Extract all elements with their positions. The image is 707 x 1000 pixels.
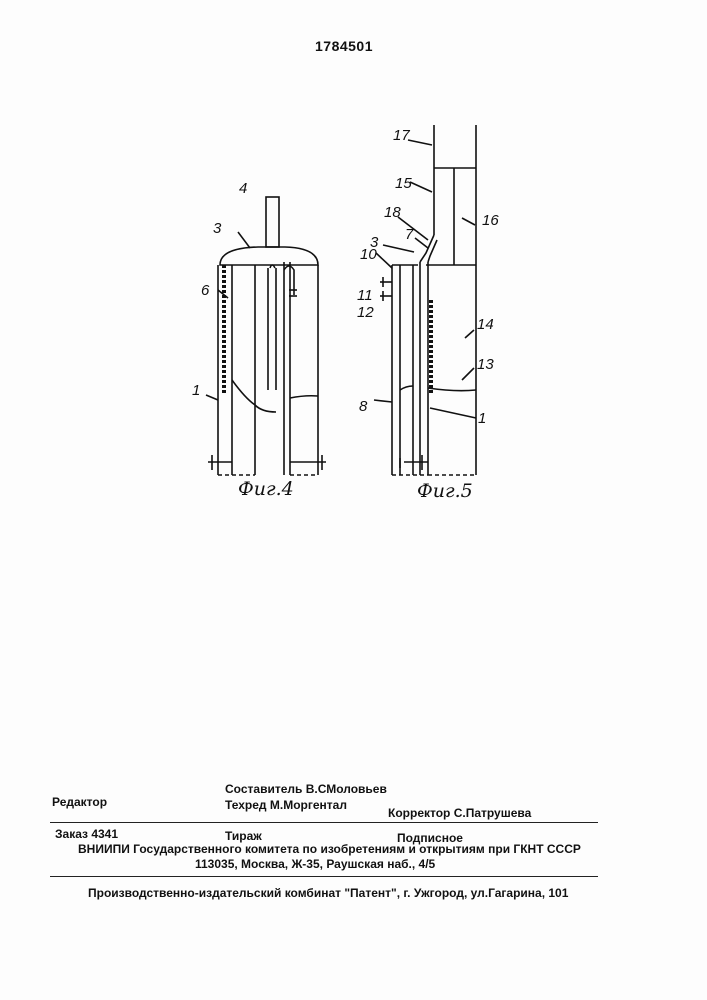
imprint-rule-top [50,822,598,823]
callout-11: 11 [357,287,373,304]
callout-7: 7 [405,226,413,243]
callout-14: 14 [477,316,494,333]
callout-17: 17 [393,127,410,144]
callout-8: 8 [359,398,367,415]
rod-4 [266,197,279,247]
figure-4-drawing [206,197,326,475]
callout-15: 15 [395,175,412,192]
circulation-line: Тираж [225,829,262,843]
callout-1: 1 [192,382,200,399]
callout-4: 4 [239,180,247,197]
cap-3 [220,247,318,265]
publisher-line: Производственно-издательский комбинат "П… [88,886,568,900]
imprint-rule-bottom [50,876,598,877]
figure-5-caption: Фиг.5 [417,480,473,502]
institute-line: ВНИИПИ Государственного комитета по изоб… [78,842,581,856]
callout-13: 13 [477,356,494,373]
compiler-line: Составитель В.СМоловьев [225,782,387,796]
callout-3: 3 [213,220,221,237]
order-line: Заказ 4341 [55,827,118,841]
techred-line: Техред М.Моргентал [225,798,347,812]
corrector-line: Корректор С.Патрушева [388,806,531,820]
callout-10: 10 [360,246,377,263]
callout-16: 16 [482,212,499,229]
callout-1b: 1 [478,410,486,427]
figure-4-caption: Фиг.4 [238,478,294,500]
callout-6: 6 [201,282,209,299]
address-line: 113035, Москва, Ж-35, Раушская наб., 4/5 [195,857,435,871]
editor-label: Редактор [52,795,107,809]
callout-12: 12 [357,304,374,321]
callout-18: 18 [384,204,401,221]
figure-5-drawing [374,125,476,475]
